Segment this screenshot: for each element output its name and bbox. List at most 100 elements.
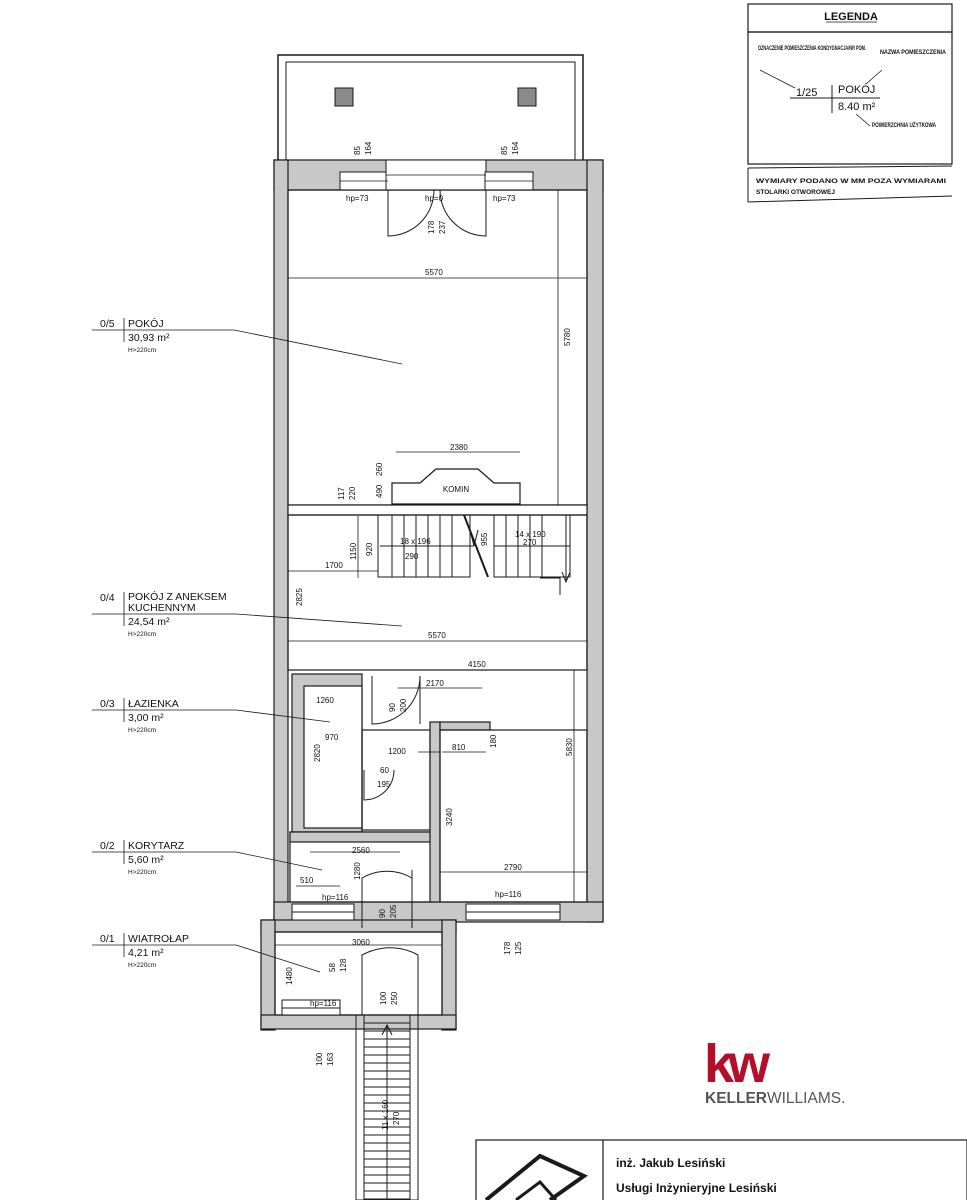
svg-text:5,60 m²: 5,60 m² — [128, 854, 164, 866]
svg-text:270: 270 — [392, 1111, 401, 1125]
svg-text:24,54 m²: 24,54 m² — [128, 616, 170, 628]
svg-text:1150: 1150 — [349, 542, 358, 560]
svg-text:0/4: 0/4 — [100, 592, 115, 604]
svg-text:0/1: 0/1 — [100, 933, 115, 945]
svg-text:90: 90 — [388, 703, 397, 712]
svg-text:2170: 2170 — [426, 679, 444, 688]
svg-text:5570: 5570 — [428, 631, 446, 640]
company-name: Usługi Inżynieryjne Lesiński — [616, 1181, 777, 1195]
svg-text:H>220cm: H>220cm — [128, 869, 156, 876]
engineer-logo-icon — [484, 1153, 589, 1200]
legend-example-code: 1/25 — [796, 87, 817, 99]
svg-text:58: 58 — [328, 963, 337, 972]
room-0-4-label: 0/4 POKÓJ Z ANEKSEM KUCHENNYM 24,54 m² H… — [100, 590, 227, 638]
svg-text:205: 205 — [389, 904, 398, 918]
room-0-3-label: 0/3 ŁAZIENKA 3,00 m² H>220cm — [100, 698, 179, 734]
right-room-window — [465, 903, 561, 921]
svg-text:60: 60 — [380, 766, 389, 775]
svg-text:270: 270 — [523, 538, 537, 547]
dimension-texts: 85 164 85 164 hp=73 hp=0 hp=73 178 237 5… — [285, 141, 574, 1130]
svg-text:955: 955 — [480, 532, 489, 546]
engineer-name: inż. Jakub Lesiński — [616, 1156, 725, 1170]
svg-text:290: 290 — [405, 552, 419, 561]
svg-text:18 x 196: 18 x 196 — [400, 537, 431, 546]
svg-text:30,93 m²: 30,93 m² — [128, 332, 170, 344]
keller-williams-logo: k w KELLERWILLIAMS. — [704, 1034, 845, 1107]
svg-text:3060: 3060 — [352, 938, 370, 947]
svg-text:178: 178 — [427, 220, 436, 234]
legend-example-name: POKÓJ — [838, 83, 875, 96]
svg-text:4150: 4150 — [468, 660, 486, 669]
svg-text:117: 117 — [337, 487, 346, 500]
svg-text:128: 128 — [339, 958, 348, 972]
svg-text:195: 195 — [377, 780, 391, 789]
svg-text:ŁAZIENKA: ŁAZIENKA — [128, 698, 179, 710]
svg-text:164: 164 — [511, 141, 520, 155]
svg-text:90: 90 — [378, 909, 387, 918]
svg-text:5780: 5780 — [563, 328, 572, 346]
legend-title: LEGENDA — [824, 11, 878, 23]
svg-text:hp=73: hp=73 — [346, 194, 369, 203]
svg-text:hp=116: hp=116 — [322, 893, 349, 902]
room-labels — [92, 318, 403, 973]
svg-text:hp=116: hp=116 — [310, 999, 337, 1008]
svg-text:14 x 190: 14 x 190 — [515, 530, 546, 539]
svg-text:164: 164 — [364, 141, 373, 155]
svg-text:490: 490 — [375, 484, 384, 498]
svg-text:810: 810 — [452, 743, 466, 752]
svg-text:125: 125 — [514, 941, 523, 955]
svg-text:WIATROŁAP: WIATROŁAP — [128, 933, 189, 945]
kw-brand-text: KELLERWILLIAMS. — [705, 1090, 845, 1107]
svg-text:hp=73: hp=73 — [493, 194, 516, 203]
svg-text:510: 510 — [300, 876, 314, 885]
svg-text:970: 970 — [325, 733, 339, 742]
kw-logo-w: w — [727, 1034, 771, 1094]
legend-code-label: OZNACZENIE POMIESZCZENIA KONDYGNACJA/NR … — [758, 45, 866, 52]
door-swings — [361, 189, 487, 1015]
svg-text:260: 260 — [375, 462, 384, 476]
svg-text:1200: 1200 — [388, 747, 406, 756]
legend-name-label: NAZWA POMIESZCZENIA — [880, 49, 946, 56]
title-block: inż. Jakub Lesiński Usługi Inżynieryjne … — [475, 1139, 967, 1200]
svg-text:1480: 1480 — [285, 967, 294, 985]
svg-text:POKÓJ: POKÓJ — [128, 317, 164, 330]
interior-walls — [274, 189, 588, 1016]
svg-text:0/5: 0/5 — [100, 318, 115, 330]
svg-text:100: 100 — [315, 1052, 324, 1066]
legend-example-area: 8.40 m² — [838, 101, 876, 113]
svg-text:200: 200 — [399, 698, 408, 712]
svg-text:1280: 1280 — [353, 862, 362, 880]
svg-text:5830: 5830 — [565, 738, 574, 756]
svg-text:5570: 5570 — [425, 268, 443, 277]
balcony-post-left — [334, 87, 354, 107]
svg-text:1700: 1700 — [325, 561, 343, 570]
svg-text:100: 100 — [379, 991, 388, 1005]
svg-text:H>220cm: H>220cm — [128, 347, 156, 354]
legend-note-line1: WYMIARY PODANO W MM POZA WYMIARAMI — [756, 178, 946, 185]
svg-text:KORYTARZ: KORYTARZ — [128, 840, 185, 852]
svg-text:hp=116: hp=116 — [495, 890, 522, 899]
svg-text:KUCHENNYM: KUCHENNYM — [128, 602, 196, 614]
svg-text:237: 237 — [438, 220, 447, 234]
svg-text:11 x 160: 11 x 160 — [381, 1099, 390, 1130]
balcony — [277, 54, 584, 162]
legend-area-label: POWIERZCHNIA UŻYTKOWA — [872, 122, 936, 129]
svg-text:2820: 2820 — [313, 744, 322, 762]
balcony-post-right — [517, 87, 537, 107]
room-0-1-label: 0/1 WIATROŁAP 4,21 m² H>220cm — [100, 933, 189, 969]
svg-text:POKÓJ Z ANEKSEM: POKÓJ Z ANEKSEM — [128, 590, 227, 603]
svg-text:0/3: 0/3 — [100, 698, 115, 710]
legend-box: LEGENDA OZNACZENIE POMIESZCZENIA KONDYGN… — [747, 3, 953, 203]
svg-text:4,21 m²: 4,21 m² — [128, 947, 164, 959]
svg-text:85: 85 — [500, 146, 509, 155]
svg-text:H>220cm: H>220cm — [128, 962, 156, 969]
svg-text:163: 163 — [326, 1052, 335, 1066]
svg-text:H>220cm: H>220cm — [128, 727, 156, 734]
exterior-stairs — [355, 1014, 419, 1200]
svg-text:hp=0: hp=0 — [425, 194, 444, 203]
chimney-label: KOMIN — [443, 485, 469, 494]
room-0-5-label: 0/5 POKÓJ 30,93 m² H>220cm — [100, 317, 170, 354]
svg-text:2380: 2380 — [450, 443, 468, 452]
svg-text:2825: 2825 — [295, 588, 304, 606]
